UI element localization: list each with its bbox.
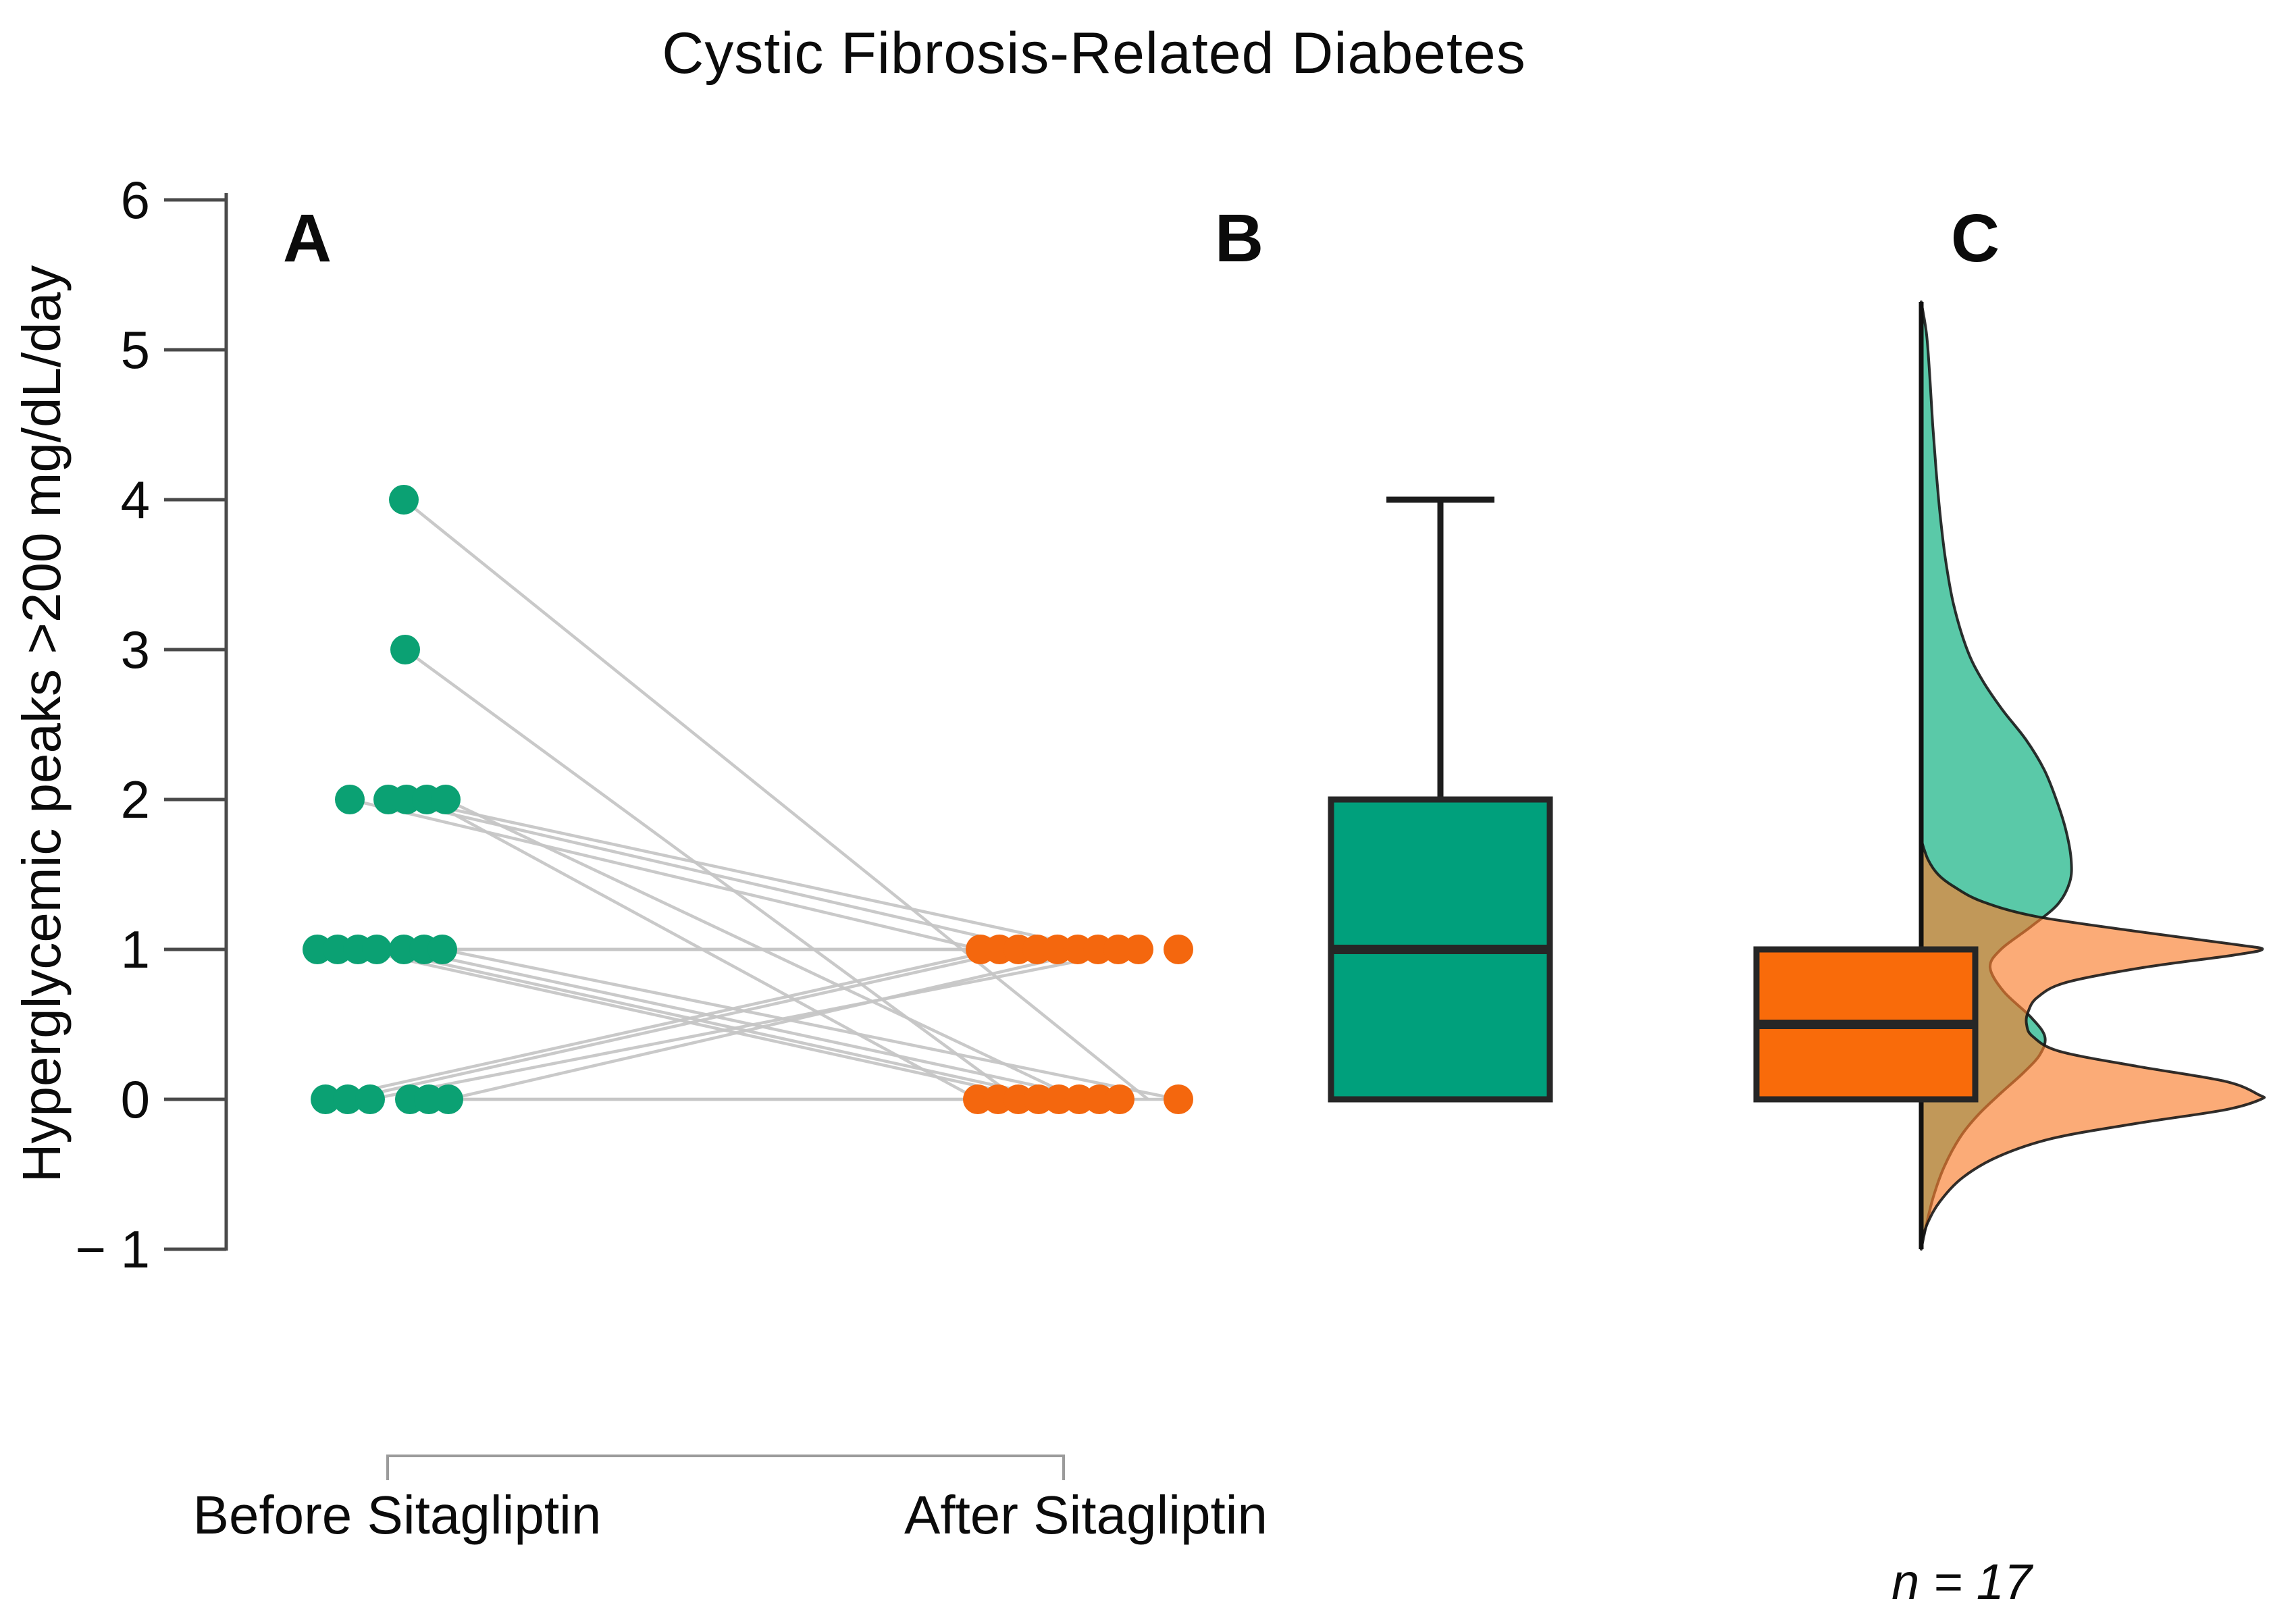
y-tick-label: 1 bbox=[121, 920, 150, 979]
sample-size-annotation: n = 17 bbox=[1892, 1554, 2032, 1610]
before-dot bbox=[390, 635, 420, 664]
y-tick-label: − 1 bbox=[75, 1220, 150, 1279]
pair-line bbox=[406, 797, 1099, 951]
before-dot bbox=[362, 935, 392, 964]
after-dot bbox=[1164, 1084, 1193, 1114]
pair-line bbox=[369, 947, 1139, 1101]
pair-line bbox=[448, 947, 1099, 1101]
before-dot bbox=[355, 1084, 385, 1114]
y-tick-label: 3 bbox=[121, 620, 150, 679]
y-tick-label: 2 bbox=[121, 770, 150, 829]
panel-c-label: C bbox=[1950, 201, 2000, 276]
x-label-after-sitagliptin: After Sitagliptin bbox=[904, 1485, 1268, 1545]
after-dot bbox=[1164, 935, 1193, 964]
pair-line bbox=[347, 947, 1019, 1101]
pair-line bbox=[402, 498, 1149, 1101]
pair-line bbox=[325, 947, 1000, 1101]
comparison-bracket bbox=[386, 1455, 1065, 1480]
panel-a-label: A bbox=[282, 201, 332, 276]
before-dot bbox=[333, 1084, 363, 1114]
x-label-before-sitagliptin: Before Sitagliptin bbox=[192, 1485, 602, 1545]
figure-title: Cystic Fibrosis-Related Diabetes bbox=[662, 21, 1526, 86]
before-dot bbox=[431, 785, 461, 814]
pair-line bbox=[376, 947, 1060, 1101]
y-tick-label: 6 bbox=[121, 170, 150, 230]
after-dot bbox=[1105, 1084, 1134, 1114]
pair-line bbox=[349, 797, 981, 951]
before-dot bbox=[389, 485, 419, 515]
after-dot bbox=[1124, 935, 1153, 964]
density-after bbox=[1920, 838, 2266, 1243]
y-tick-label: 5 bbox=[121, 320, 150, 379]
before-dot bbox=[311, 1084, 340, 1114]
pair-line bbox=[357, 947, 1039, 1101]
before-dot bbox=[434, 1084, 463, 1114]
before-dot bbox=[427, 935, 457, 964]
pair-line bbox=[442, 947, 1179, 1101]
y-tick-label: 4 bbox=[121, 470, 150, 529]
before-dot bbox=[335, 785, 365, 814]
panel-b-label: B bbox=[1214, 201, 1264, 276]
y-tick-label: 0 bbox=[121, 1070, 150, 1129]
